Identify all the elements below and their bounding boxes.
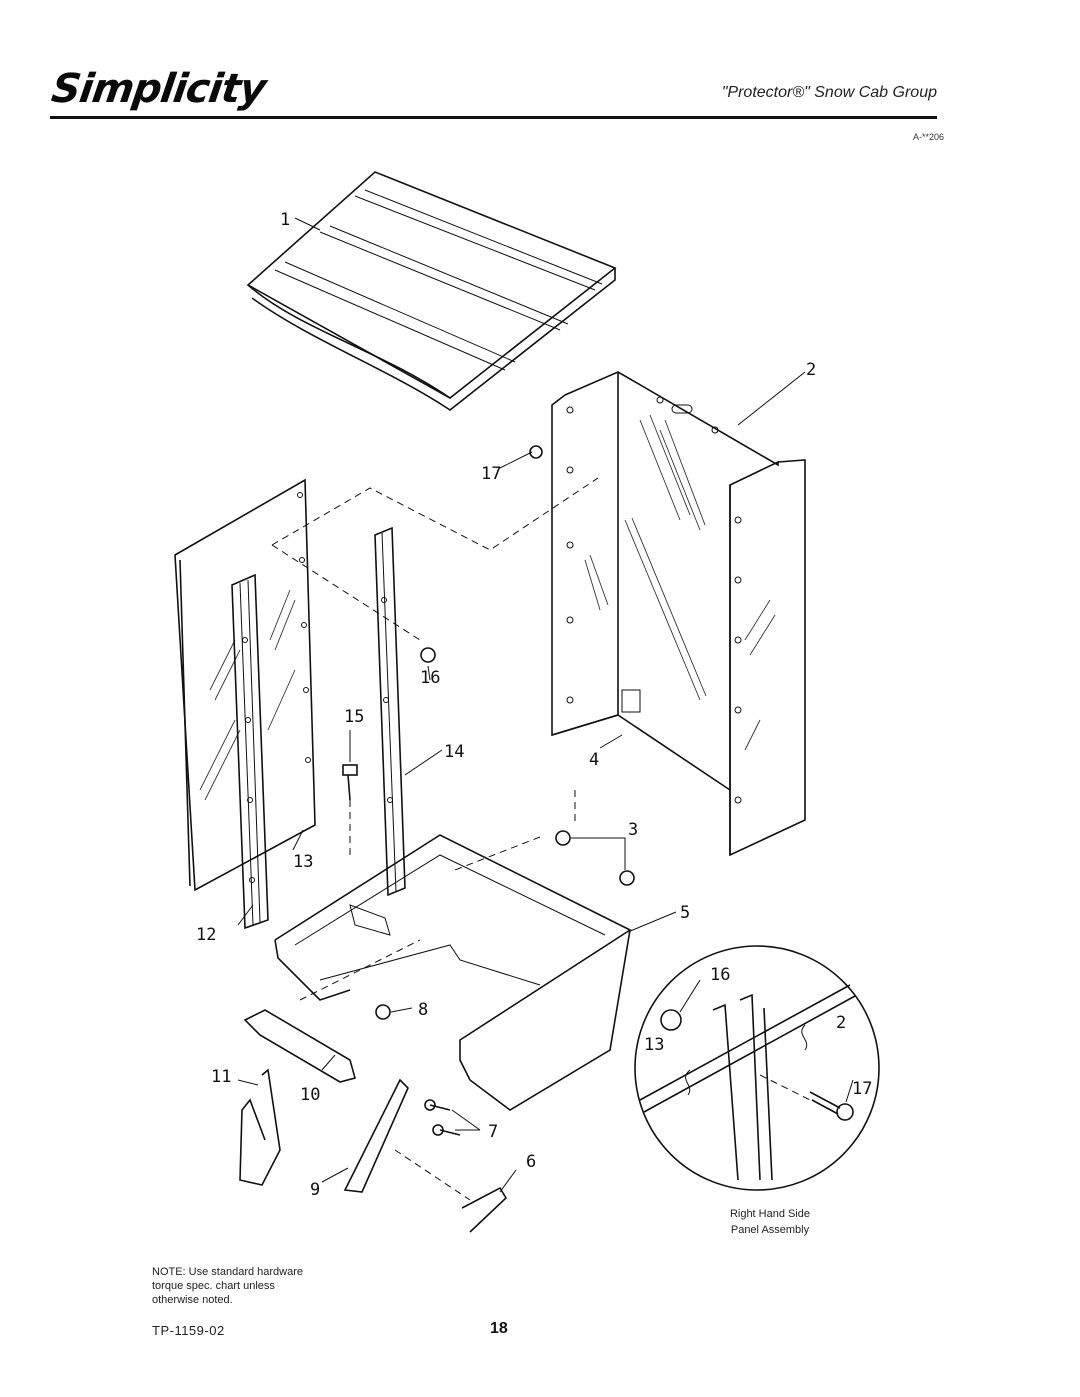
callout-17: 17 — [481, 464, 501, 484]
callout-16: 16 — [420, 668, 440, 688]
part-front-channel-post — [374, 526, 406, 897]
inset-callout-17: 17 — [852, 1079, 872, 1099]
leader-lines — [237, 217, 854, 1193]
part-rear-panel — [551, 371, 806, 857]
callout-6: 6 — [526, 1152, 536, 1172]
callout-3: 3 — [628, 820, 638, 840]
callout-7: 7 — [488, 1122, 498, 1142]
inset-caption-line-1: Right Hand Side — [729, 1208, 811, 1220]
reference-code: A-**206 — [912, 132, 944, 142]
part-side-glass-panel — [174, 478, 316, 892]
header-divider — [50, 116, 937, 119]
callout-8: 8 — [418, 1000, 428, 1020]
callout-9: 9 — [310, 1180, 320, 1200]
inset-detail — [634, 945, 880, 1191]
part-hardware — [342, 445, 635, 1136]
callout-5: 5 — [680, 903, 690, 923]
part-roof — [246, 171, 617, 411]
document-number: TP-1159-02 — [152, 1323, 225, 1338]
callout-4: 4 — [589, 750, 599, 770]
inset-callout-2: 2 — [836, 1013, 846, 1033]
callout-12: 12 — [196, 925, 216, 945]
callout-1: 1 — [280, 210, 290, 230]
note-line-1: NOTE: Use standard hardware — [152, 1266, 304, 1278]
page-title: "Protector®" Snow Cab Group — [721, 84, 937, 101]
note-line-3: otherwise noted. — [152, 1294, 233, 1306]
part-base-frame — [274, 834, 632, 1111]
inset-caption: Right Hand Side Panel Assembly — [690, 1206, 850, 1238]
hardware-note: NOTE: Use standard hardware torque spec.… — [152, 1265, 372, 1307]
callout-10: 10 — [300, 1085, 320, 1105]
callout-11: 11 — [211, 1067, 231, 1087]
page-number: 18 — [490, 1320, 508, 1337]
inset-callout-16: 16 — [710, 965, 730, 985]
part-brackets — [239, 1009, 508, 1233]
callout-14: 14 — [444, 742, 464, 762]
inset-caption-line-2: Panel Assembly — [730, 1224, 810, 1236]
exploded-parts-diagram: 1 2 3 4 5 6 7 8 9 10 11 12 13 14 15 16 1… — [174, 171, 880, 1233]
callout-13: 13 — [293, 852, 313, 872]
note-line-2: torque spec. chart unless — [152, 1280, 275, 1292]
brand-logo: Simplicity — [48, 66, 269, 112]
callout-2: 2 — [806, 360, 816, 380]
assembly-lines — [271, 477, 599, 1201]
inset-callout-13: 13 — [644, 1035, 664, 1055]
part-channel-post — [231, 573, 269, 930]
callout-15: 15 — [344, 707, 364, 727]
